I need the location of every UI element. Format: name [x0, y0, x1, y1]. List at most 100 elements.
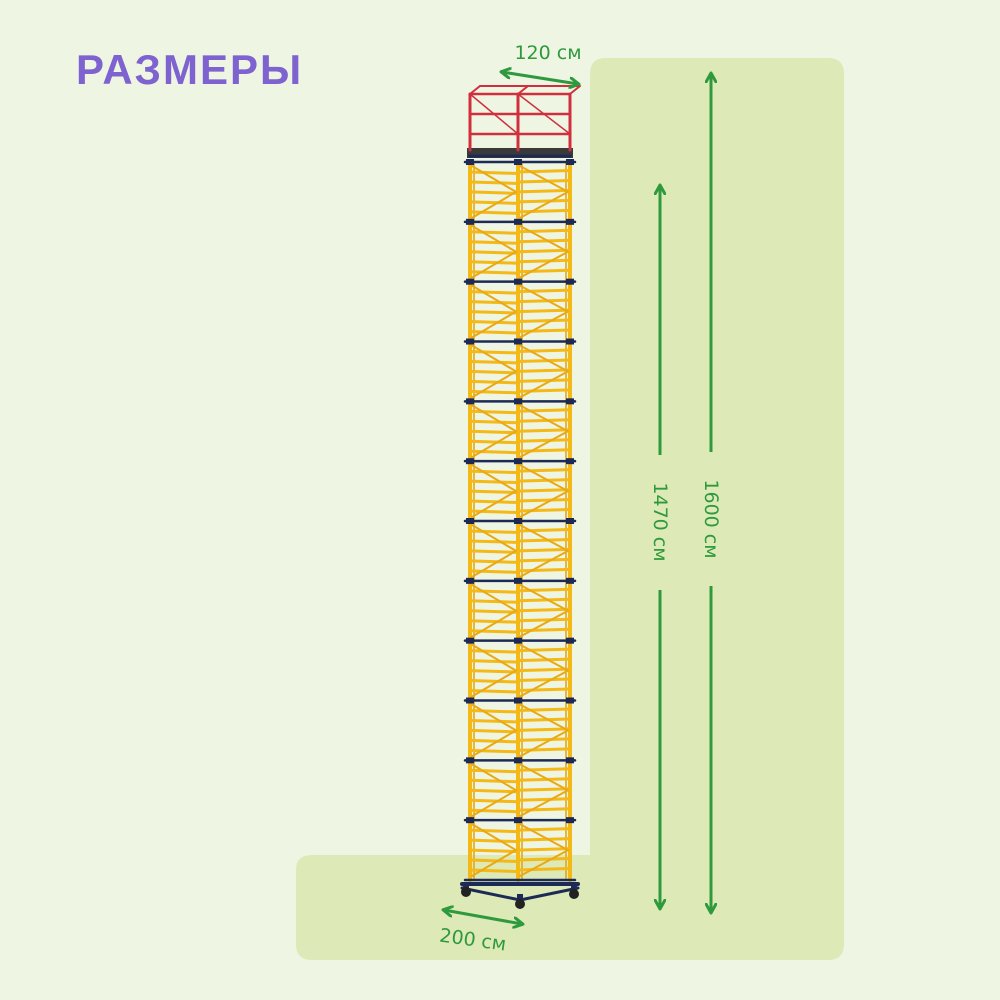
- scaffold-rung: [468, 778, 520, 784]
- scaffold-rung: [468, 708, 520, 714]
- scaffold-brace: [471, 430, 517, 459]
- scaffold-rung: [468, 379, 520, 385]
- scaffold-rung: [468, 349, 520, 355]
- scaffold-rung: [516, 238, 572, 244]
- scaffold-rung: [516, 198, 572, 204]
- scaffold-rung: [516, 717, 572, 722]
- scaffold-rung: [516, 508, 572, 513]
- scaffold-clamp: [566, 757, 574, 764]
- scaffold-rung: [516, 747, 572, 752]
- scaffold-rung: [516, 378, 572, 383]
- guardrail-link: [569, 85, 581, 95]
- scaffold-rung: [468, 549, 520, 554]
- scaffold-rung: [468, 330, 520, 335]
- scaffold-rung: [468, 559, 520, 564]
- scaffold-rung: [516, 488, 572, 493]
- scaffold-brace: [519, 729, 569, 758]
- scaffold-rung: [516, 597, 572, 603]
- scaffold-rung: [468, 310, 520, 315]
- scaffold-clamp: [514, 458, 522, 465]
- scaffold-rung: [516, 647, 572, 653]
- scaffold-brace: [519, 823, 569, 852]
- scaffold-clamp: [566, 817, 574, 824]
- scaffold-brace: [519, 310, 569, 339]
- background-panel: [296, 58, 844, 960]
- scaffold-rung: [516, 847, 572, 852]
- scaffold-brace: [471, 703, 517, 732]
- wheel: [515, 899, 525, 909]
- scaffold-rung: [468, 260, 520, 265]
- scaffold-brace: [519, 344, 569, 373]
- scaffold-brace: [471, 404, 517, 433]
- scaffold-rung: [516, 707, 572, 712]
- scaffold-brace: [519, 430, 569, 459]
- scaffold-brace: [471, 643, 517, 672]
- scaffold-rung: [468, 359, 520, 365]
- scaffold-clamp: [466, 577, 474, 584]
- scaffold-brace: [519, 669, 569, 698]
- scaffold-rung: [468, 509, 520, 515]
- scaffold-rung: [516, 687, 572, 693]
- guardrail-brace: [517, 93, 571, 135]
- scaffold-rung: [516, 268, 572, 274]
- scaffold-rung: [468, 499, 520, 505]
- scaffold-brace: [519, 404, 569, 433]
- scaffold-brace: [471, 524, 517, 552]
- scaffold-rung: [468, 788, 520, 794]
- scaffold-rung: [516, 258, 572, 264]
- scaffold-rung: [468, 539, 520, 544]
- scaffold-rung: [516, 288, 572, 294]
- width-base-arrow: [444, 910, 522, 924]
- scaffold-brace: [519, 703, 569, 732]
- scaffold-rung: [468, 439, 520, 445]
- width-top-arrow: [502, 72, 578, 84]
- scaffold-rung: [468, 180, 520, 185]
- scaffold-brace: [471, 763, 517, 792]
- scaffold-brace: [519, 165, 569, 193]
- scaffold-rung: [468, 659, 520, 664]
- scaffold-rung: [516, 787, 572, 792]
- scaffold-rung: [516, 358, 572, 363]
- scaffold-rung: [468, 429, 520, 435]
- scaffold-rung: [516, 657, 572, 663]
- scaffold-clamp: [566, 338, 574, 345]
- scaffold-clamp: [466, 218, 474, 225]
- scaffold-clamp: [514, 338, 522, 345]
- scaffold-clamp: [566, 697, 574, 704]
- scaffold-clamp: [566, 218, 574, 225]
- scaffold-rung: [516, 368, 572, 373]
- scaffold-brace: [519, 789, 569, 818]
- scaffold-brace: [471, 729, 517, 758]
- wheel-fork: [571, 884, 577, 892]
- scaffold-clamp: [566, 398, 574, 405]
- scaffold-rung: [516, 587, 572, 593]
- scaffold-rung: [516, 188, 572, 194]
- scaffold-clamp: [466, 757, 474, 764]
- scaffold-rung: [516, 837, 572, 842]
- scaffold-brace: [519, 643, 569, 672]
- scaffold-rung: [468, 768, 520, 774]
- scaffold-rung: [468, 679, 520, 684]
- scaffold-clamp: [466, 159, 474, 165]
- scaffold-rung: [516, 527, 572, 533]
- scaffold-rung: [516, 607, 572, 613]
- scaffold-clamp: [514, 637, 522, 644]
- scaffold-clamp: [566, 458, 574, 465]
- scaffold-rung: [516, 448, 572, 453]
- scaffold-rung: [468, 629, 520, 634]
- page-title: РАЗМЕРЫ: [76, 46, 304, 93]
- scaffold-clamp: [566, 518, 574, 524]
- scaffold-rung: [468, 529, 520, 534]
- scaffold-clamp: [566, 159, 574, 165]
- scaffold-rung: [468, 828, 520, 834]
- scaffold-brace: [471, 250, 517, 279]
- wheel: [569, 889, 579, 899]
- scaffold-rung: [516, 667, 572, 673]
- scaffold-rung: [468, 609, 520, 614]
- scaffold-rung: [516, 767, 572, 772]
- scaffold-rung: [468, 479, 520, 485]
- scaffold-rung: [468, 270, 520, 275]
- height-total-label: 1600 см: [700, 479, 722, 558]
- scaffold-rung: [516, 428, 572, 433]
